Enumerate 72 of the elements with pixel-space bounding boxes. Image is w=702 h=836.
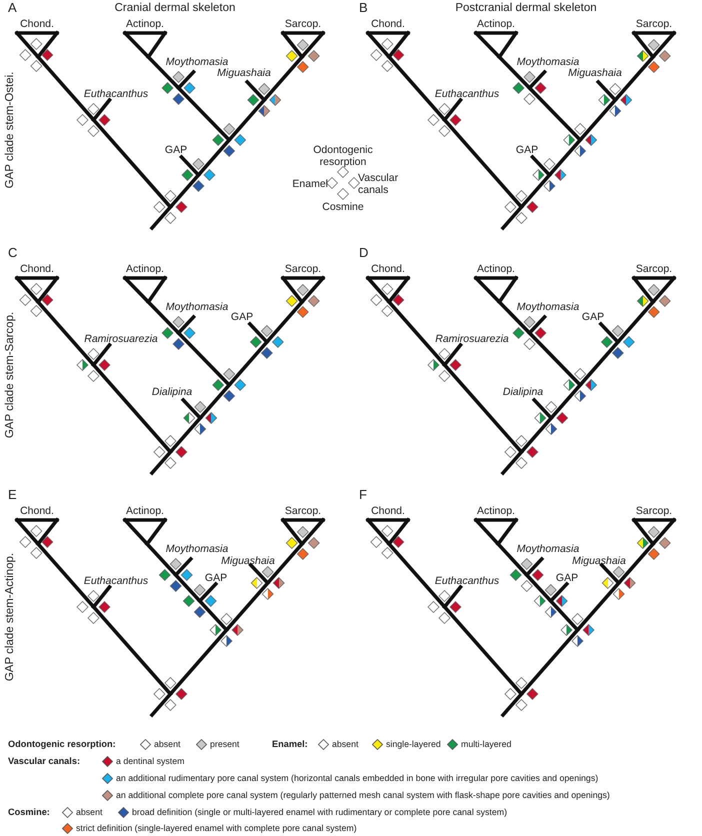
legend-label: absent xyxy=(76,806,102,818)
panel-letter: C xyxy=(8,247,18,259)
clade-label: Chond. xyxy=(20,18,54,30)
key-label: Enamel xyxy=(292,178,328,190)
clade-label: GAP xyxy=(204,572,228,584)
clade-label: Chond. xyxy=(371,263,405,275)
clade-label: GAP xyxy=(516,144,538,156)
taxon-label: Euthacanthus xyxy=(84,575,148,587)
row-label: GAP clade stem-Ostei. xyxy=(4,72,16,188)
legend-label: a dentinal system xyxy=(116,755,184,767)
legend-label: absent xyxy=(154,738,180,750)
clade-label: Chond. xyxy=(371,505,405,517)
row-label: GAP clade stem-Sarcop. xyxy=(4,312,16,438)
taxon-label: Dialipina xyxy=(152,386,192,398)
taxon-label: Moythomasia xyxy=(166,543,228,555)
key-label: Vascular canals xyxy=(358,172,400,196)
key-label: Cosmine xyxy=(322,201,364,213)
panel-letter: E xyxy=(8,489,17,501)
legend-heading: Odontogenic resorption: xyxy=(8,738,116,750)
taxon-label: Miguashaia xyxy=(217,67,271,79)
taxon-label: Dialipina xyxy=(502,386,544,398)
key-label: Odontogenic resorption xyxy=(312,144,374,168)
panel-title: Postcranial dermal skeleton xyxy=(455,2,597,14)
taxon-label: Moythomasia xyxy=(516,301,580,313)
legend-heading: Vascular canals: xyxy=(8,755,80,767)
legend-label: present xyxy=(210,738,240,750)
taxon-label: Euthacanthus xyxy=(84,88,148,100)
taxon-label: Euthacanthus xyxy=(434,575,500,587)
clade-label: Sarcop. xyxy=(284,263,322,275)
clade-label: Sarcop. xyxy=(284,505,322,517)
panel-title: Cranial dermal skeleton xyxy=(114,2,236,14)
clade-label: Chond. xyxy=(371,18,405,30)
clade-label: Sarcop. xyxy=(284,18,322,30)
clade-label: Actinop. xyxy=(126,18,164,30)
legend-label: single-layered xyxy=(386,738,441,750)
legend-label: an additional rudimentary pore canal system (horizontal canals embedded in bone with irregular pore cavities and openings) xyxy=(116,772,598,784)
clade-label: GAP xyxy=(164,144,188,156)
legend-label: multi-layered xyxy=(461,738,512,750)
clade-label: Sarcop. xyxy=(636,263,672,275)
legend-heading: Cosmine: xyxy=(8,806,50,818)
clade-label: GAP xyxy=(582,311,604,323)
clade-label: Actinop. xyxy=(126,505,164,517)
clade-label: Actinop. xyxy=(126,263,164,275)
legend-label: strict definition (single-layered enamel with complete pore canal system) xyxy=(76,822,357,834)
row-label: GAP clade stem-Actinop. xyxy=(4,552,16,682)
clade-label: GAP xyxy=(230,311,254,323)
legend-label: absent xyxy=(332,738,358,750)
clade-label: GAP xyxy=(556,572,578,584)
taxon-label: Moythomasia xyxy=(166,301,228,313)
taxon-label: Moythomasia xyxy=(166,56,228,68)
legend-label: broad definition (single or multi-layered enamel with rudimentary or complete pore canal system) xyxy=(132,806,508,818)
taxon-label: Euthacanthus xyxy=(434,88,500,100)
clade-label: Actinop. xyxy=(477,505,515,517)
panel-letter: A xyxy=(8,2,17,14)
clade-label: Sarcop. xyxy=(636,18,672,30)
clade-label: Chond. xyxy=(20,263,54,275)
clade-label: Chond. xyxy=(20,505,54,517)
panel-letter: F xyxy=(359,489,367,501)
taxon-label: Ramirosuarezia xyxy=(435,333,509,345)
panel-letter: B xyxy=(359,2,368,14)
panel-letter: D xyxy=(359,247,368,259)
legend-heading: Enamel: xyxy=(272,738,308,750)
taxon-label: Miguashaia xyxy=(221,555,275,567)
clade-label: Actinop. xyxy=(477,263,515,275)
clade-label: Actinop. xyxy=(477,18,515,30)
taxon-label: Moythomasia xyxy=(516,543,580,555)
taxon-label: Miguashaia xyxy=(568,67,622,79)
legend-label: an additional complete pore canal system (regularly patterned mesh canal system with flask-shape pore cavities and openings) xyxy=(116,789,610,801)
taxon-label: Ramirosuarezia xyxy=(84,333,158,345)
taxon-label: Moythomasia xyxy=(516,56,580,68)
taxon-label: Miguashaia xyxy=(572,555,626,567)
clade-label: Sarcop. xyxy=(636,505,672,517)
